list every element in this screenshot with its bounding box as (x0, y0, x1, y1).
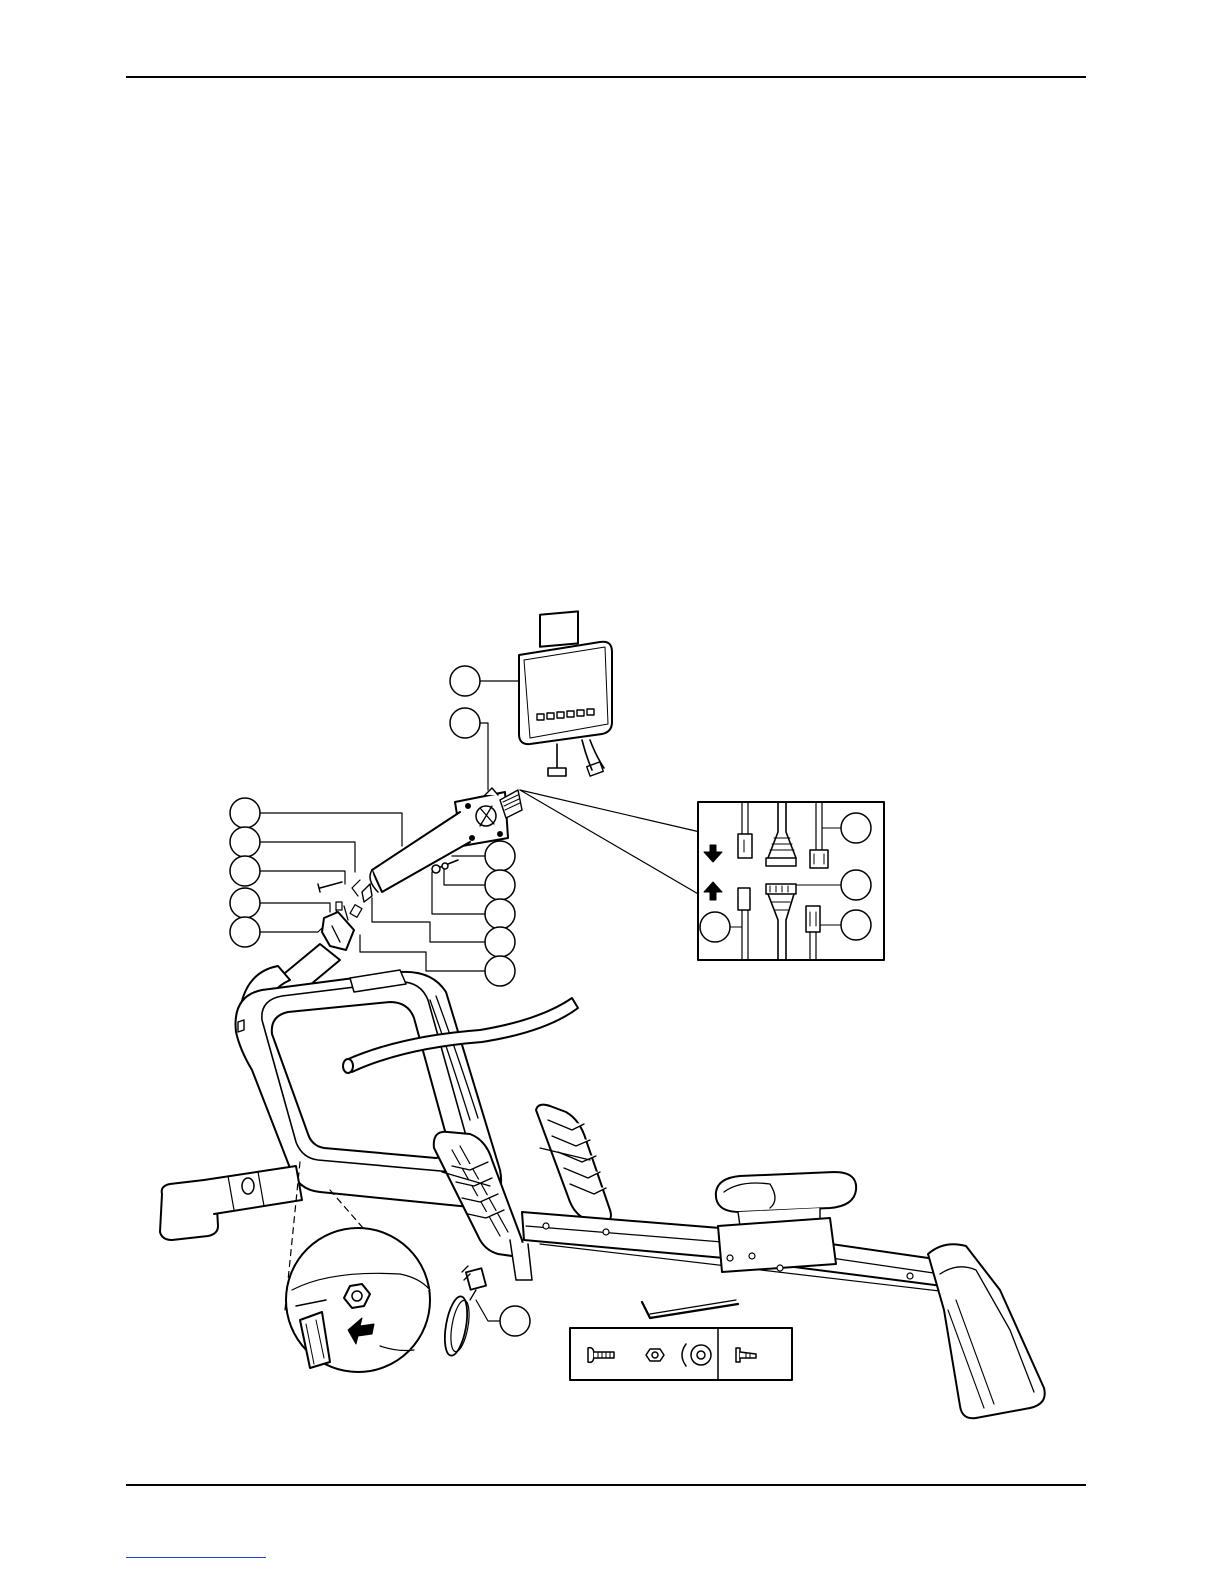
console-screen (540, 611, 578, 646)
callout-adapter (500, 1306, 530, 1336)
callout-inset-wire-mid (841, 870, 871, 900)
callout-lower-sensor (485, 956, 515, 986)
callout-post-bolt (230, 856, 260, 886)
callout-console (450, 666, 480, 696)
callout-side-washer (485, 841, 515, 871)
allen-key-icon (642, 1302, 738, 1318)
callout-handlebar-post (230, 798, 260, 828)
callout-inset-wire-top (841, 813, 871, 843)
connector-inset (698, 802, 884, 960)
callout-side-nut (485, 870, 515, 900)
callout-inset-wire-right (841, 910, 871, 940)
power-adapter (441, 1266, 486, 1357)
console (519, 611, 612, 776)
callout-bracket-bolt (230, 888, 260, 918)
hardware-kit (570, 1300, 792, 1380)
nut-icon (646, 1349, 664, 1361)
callout-upper-sensor (485, 927, 515, 957)
callout-post-cable (230, 827, 260, 857)
frame-bracket (322, 912, 354, 950)
callout-bracket (230, 917, 260, 947)
callout-inset-wire-left (700, 912, 730, 942)
callout-console-screw (450, 708, 480, 738)
callout-side-screw (485, 899, 515, 929)
